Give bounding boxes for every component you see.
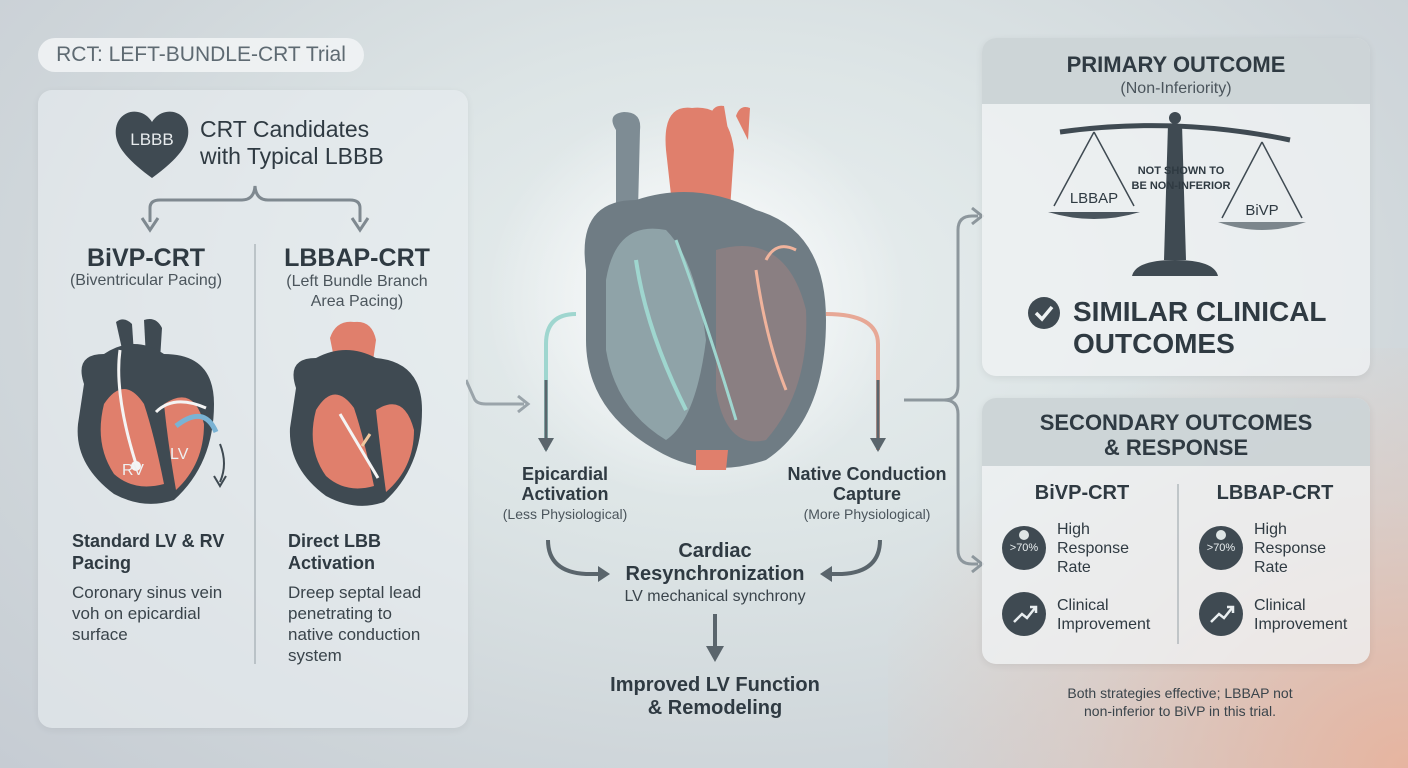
lbbb-badge-text: LBBB [130, 130, 174, 149]
epicardial-subtitle: (Less Physiological) [502, 506, 628, 522]
bivp-clinical-label: Clinical Improvement [1057, 597, 1151, 633]
bivp-description: Coronary sinus vein voh on epicardial su… [72, 583, 223, 644]
lv-label: LV [170, 446, 189, 463]
secondary-outcome-card: SECONDARY OUTCOMES & RESPONSE [982, 398, 1370, 664]
lbbap-title: LBBAP-CRT [284, 244, 430, 272]
secondary-outcome-title: SECONDARY OUTCOMES & RESPONSE [1039, 410, 1313, 460]
chart-up-icon [1002, 592, 1046, 636]
chart-up-icon [1199, 592, 1243, 636]
scale-left-label: LBBAP [1069, 190, 1119, 207]
response-rate-icon: >70% [1199, 526, 1243, 570]
primary-outcome-subtitle: (Non-Inferiority) [1120, 80, 1232, 97]
column-divider [254, 244, 256, 664]
center-flow-diagram [466, 100, 906, 582]
outcome-branch-connector [904, 206, 984, 574]
trial-label: RCT: LEFT-BUNDLE-CRT Trial [38, 38, 364, 72]
bivp-subtitle: (Biventricular Pacing) [69, 272, 223, 289]
checkmark-icon [1028, 297, 1060, 329]
lbbap-response-label: High Response Rate [1254, 521, 1327, 576]
lbbap-description: Dreep septal lead penetrating to native … [288, 583, 422, 665]
secondary-divider [1177, 484, 1179, 644]
scale-note: NOT SHOWN TO BE NON-INFERIOR [1131, 165, 1231, 192]
epicardial-title: Epicardial Activation [521, 464, 609, 504]
native-capture-subtitle: (More Physiological) [803, 506, 931, 522]
native-capture-title: Native Conduction Capture [787, 464, 947, 504]
bivp-title: BiVP-CRT [86, 244, 206, 272]
split-bracket [140, 185, 370, 233]
bivp-method: Standard LV & RV Pacing [72, 531, 225, 573]
lbbap-clinical-label: Clinical Improvement [1254, 597, 1348, 633]
bivp-heart-illustration [77, 319, 227, 504]
candidates-title: CRT Candidates with Typical LBBB [200, 116, 384, 169]
scale-right-label: BiVP [1245, 202, 1279, 219]
response-badge-bivp: >70% [1009, 542, 1039, 554]
down-arrow-icon [706, 614, 724, 662]
resynchronization-title: Cardiac Resynchronization [625, 540, 805, 585]
heart-icon [115, 111, 189, 178]
primary-outcome-title: PRIMARY OUTCOME [1066, 52, 1286, 77]
improved-lv-function: Improved LV Function & Remodeling [610, 674, 820, 719]
primary-outcome-card: PRIMARY OUTCOME (Non-Inferiority) [982, 38, 1370, 376]
response-rate-icon: >70% [1002, 526, 1046, 570]
secondary-bivp-header: BiVP-CRT [1034, 482, 1130, 504]
primary-result: SIMILAR CLINICAL OUTCOMES [1073, 296, 1327, 359]
bivp-response-label: High Response Rate [1057, 521, 1130, 576]
lbbap-subtitle: (Left Bundle Branch Area Pacing) [286, 273, 428, 310]
balance-scale-icon [1048, 112, 1306, 276]
footer-note: Both strategies effective; LBBAP not non… [1067, 685, 1293, 719]
rv-label: RV [122, 462, 144, 479]
resynchronization-subtitle: LV mechanical synchrony [624, 588, 806, 605]
secondary-lbbap-header: LBBAP-CRT [1216, 482, 1334, 504]
lbbap-method: Direct LBB Activation [288, 531, 382, 573]
lbbap-heart-illustration [289, 321, 422, 506]
response-badge-lbbap: >70% [1206, 542, 1236, 554]
